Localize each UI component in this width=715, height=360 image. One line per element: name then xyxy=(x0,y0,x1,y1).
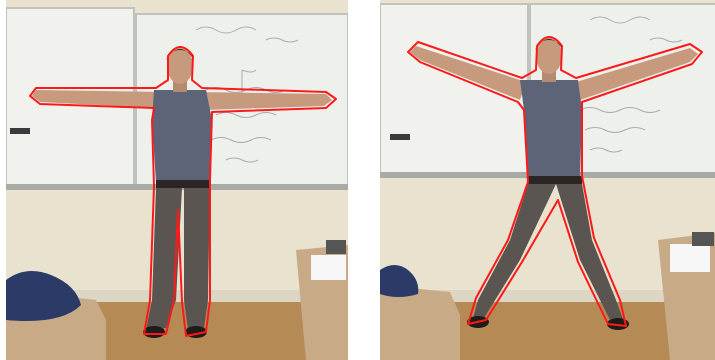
segmentation-outline xyxy=(29,46,337,337)
skirting xyxy=(380,290,715,302)
phone xyxy=(692,232,714,246)
papers xyxy=(311,255,346,280)
person-right xyxy=(407,36,703,330)
photo-right xyxy=(380,0,715,360)
scene-right xyxy=(380,0,715,360)
skirting xyxy=(6,290,348,302)
photo-left xyxy=(6,0,348,360)
jacket xyxy=(380,265,419,297)
phone xyxy=(326,240,346,254)
papers xyxy=(670,244,710,272)
marker xyxy=(390,134,410,140)
desk-left xyxy=(380,285,460,360)
jacket xyxy=(6,271,81,321)
segmentation-outline xyxy=(407,36,703,327)
whiteboard-scribbles xyxy=(579,16,683,153)
scene-left xyxy=(6,0,348,360)
marker xyxy=(10,128,30,134)
person-left xyxy=(29,46,337,338)
